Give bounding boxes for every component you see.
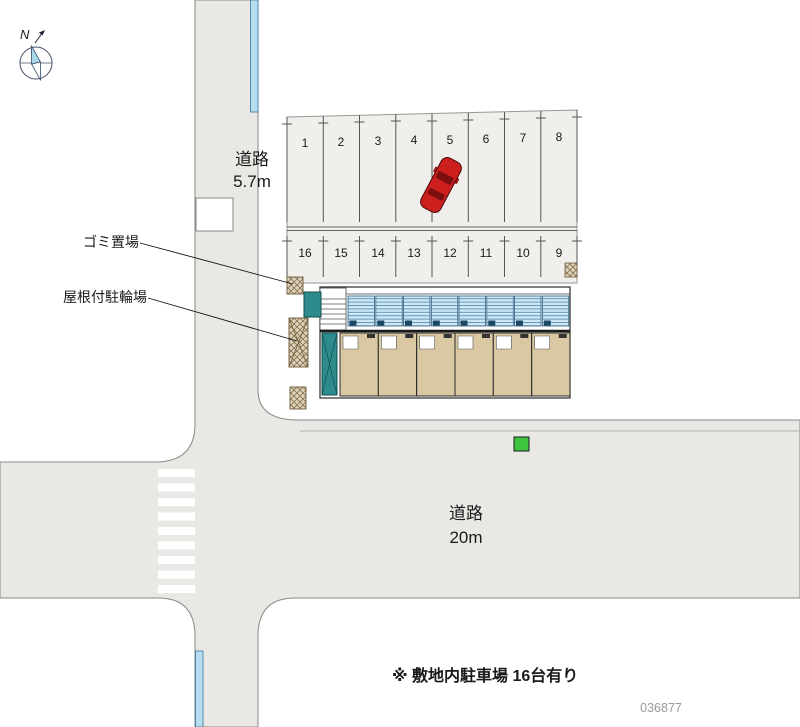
stall-dividers-top: [286, 110, 578, 222]
stall-dividers-bottom: [286, 236, 578, 277]
parking-space-number: 5: [447, 133, 454, 147]
car-body: [420, 157, 462, 213]
parking-space-number: 14: [371, 246, 385, 260]
car-rear-window: [427, 187, 445, 201]
balcony-panel: [375, 295, 403, 327]
apartment-unit: [531, 332, 571, 397]
crosswalk-stripes: [158, 469, 195, 593]
water-channel-top: [250, 0, 259, 113]
vertical-road-label: 道路: [235, 150, 269, 169]
parking-space-number: 11: [480, 246, 493, 260]
apartment-units: [339, 332, 571, 397]
north-label: N: [20, 27, 30, 42]
parking-space-number: 9: [556, 246, 563, 260]
green-marker: [513, 436, 530, 452]
parking-space-number: 16: [298, 246, 312, 260]
compass: N: [19, 27, 53, 81]
road-culvert-box: [195, 197, 234, 232]
bicycle-label: 屋根付駐輪場: [63, 289, 147, 305]
storage-box-south: [289, 386, 307, 410]
parking-space-number: 1: [302, 136, 309, 150]
unit-entry-doors: [367, 334, 567, 338]
site-note: ※ 敷地内駐車場 16台有り: [392, 666, 578, 685]
parking-space-number: 13: [407, 246, 421, 260]
unit-bath-boxes: [342, 335, 550, 350]
water-channel-bottom: [195, 650, 204, 727]
parking-space-number: 6: [483, 132, 490, 146]
red-car: [420, 157, 462, 213]
teal-stair-hatch: [321, 332, 338, 396]
bicycle-leader-line: [147, 297, 298, 342]
compass-needle-south: [31, 61, 42, 81]
small-shed-box: [564, 262, 578, 278]
bicycle-parking-cross: [288, 317, 309, 368]
parking-space-number: 12: [443, 246, 457, 260]
horizontal-road-width: 20m: [449, 528, 482, 547]
parking-space-number: 3: [375, 134, 382, 148]
garbage-leader-line: [139, 242, 294, 285]
parking-space-number: 15: [334, 246, 348, 260]
plan-number: 036877: [640, 701, 682, 715]
north-arrow-head: [39, 30, 45, 36]
garbage-area-box: [286, 276, 304, 295]
parking-space-number: 4: [411, 133, 418, 147]
horizontal-road-label: 道路: [449, 504, 483, 523]
building: [319, 286, 571, 399]
compass-needle: [30, 45, 42, 81]
teal-storage-box: [303, 291, 322, 318]
parking-space-number: 8: [556, 130, 563, 144]
parking-space-number: 7: [520, 131, 527, 145]
parking-row-separator: [287, 226, 577, 231]
parking-space-number: 10: [516, 246, 530, 260]
stair-steps: [320, 298, 346, 325]
car-windshield: [436, 171, 454, 185]
stall-ticks-top: [282, 116, 582, 125]
parking-space-number: 2: [338, 135, 345, 149]
garbage-label: ゴミ置場: [83, 234, 139, 250]
vertical-road-width: 5.7m: [233, 172, 271, 191]
